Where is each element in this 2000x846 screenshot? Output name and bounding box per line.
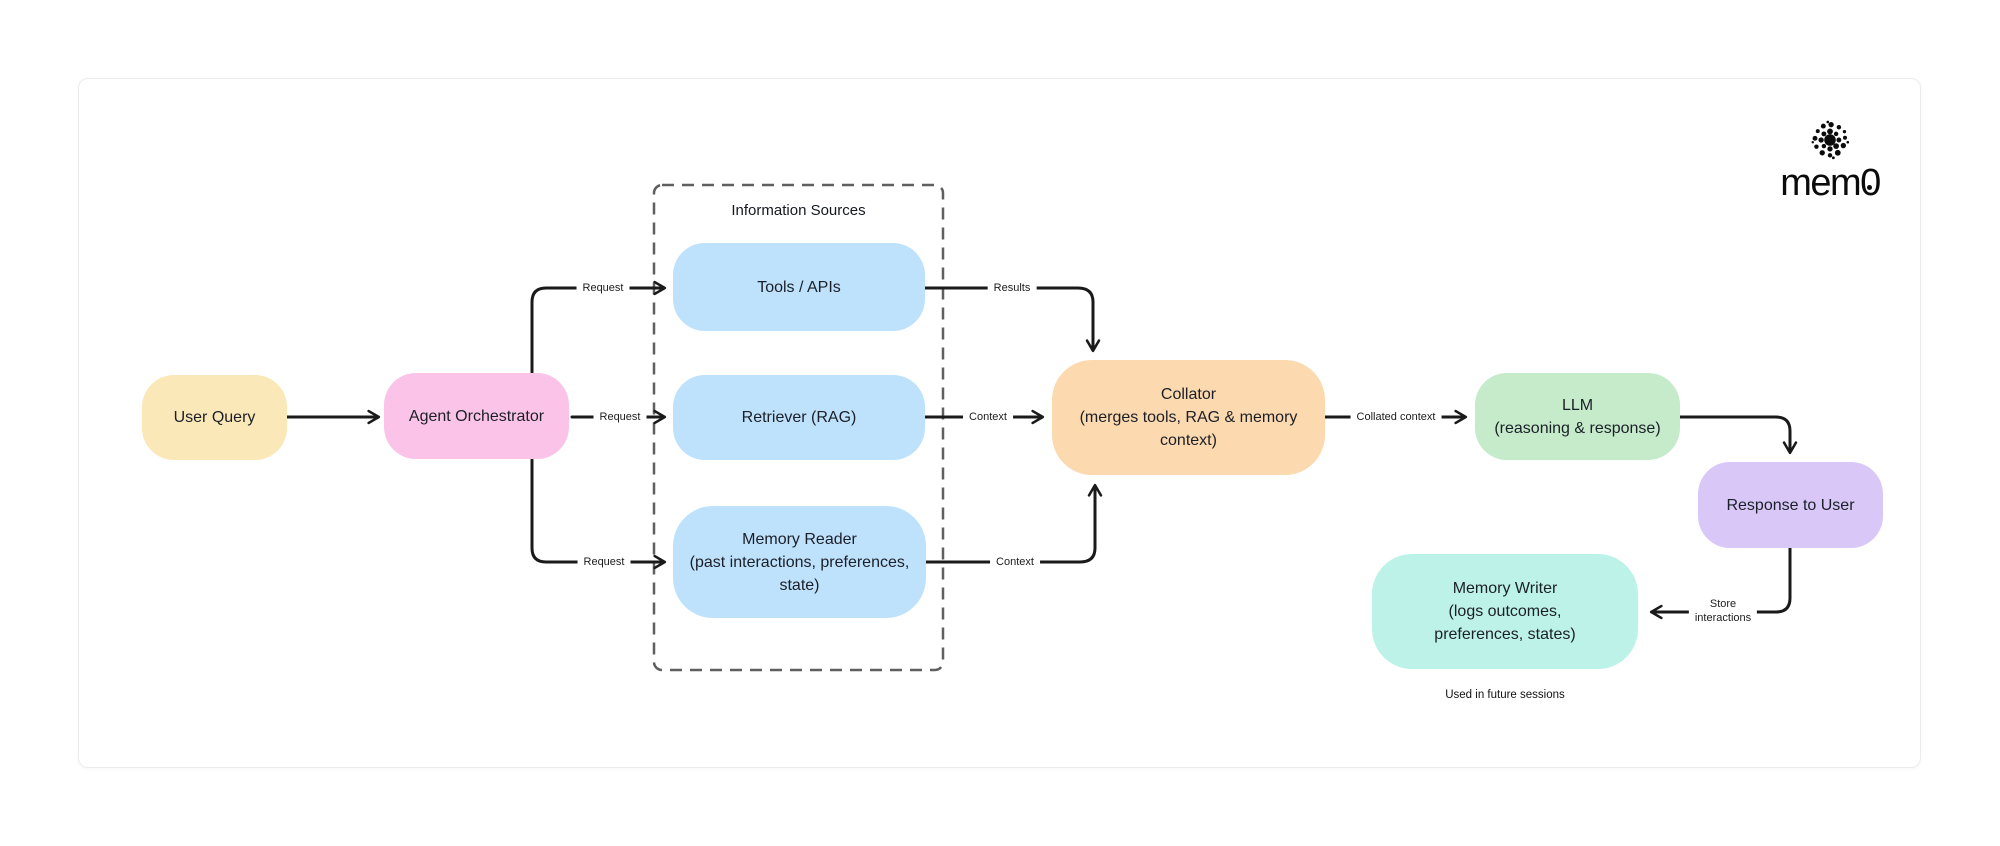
edge-label-store-interactions: Store interactions: [1688, 595, 1758, 627]
edge-label-results: Results: [987, 279, 1037, 297]
node-collator-line1: Collator: [1160, 386, 1217, 403]
mem0-wordmark: mem0: [1780, 162, 1881, 205]
node-memory-reader-line1: Memory Reader: [742, 530, 857, 548]
mem0-dots-icon: [1811, 120, 1850, 160]
node-retriever-label: Retriever (RAG): [741, 409, 857, 426]
node-tools-apis: Tools / APIs: [673, 243, 925, 331]
edge-label-request-bottom: Request: [577, 553, 631, 571]
edge-label-request-mid: Request: [593, 408, 647, 426]
mem0-wordmark-text: mem0: [1780, 162, 1881, 204]
information-sources-title: Information Sources: [731, 202, 866, 219]
node-retriever: Retriever (RAG): [673, 375, 925, 460]
node-memory-reader: Memory Reader (past interactions, prefer…: [673, 506, 926, 618]
edge-label-request-top: Request: [576, 279, 630, 297]
node-memory-reader-line2: (past interactions, preferences,: [689, 553, 910, 571]
node-collator: Collator (merges tools, RAG & memory con…: [1052, 360, 1325, 475]
node-memory-reader-line3: state): [779, 576, 820, 594]
node-memory-writer: Memory Writer (logs outcomes, preference…: [1372, 554, 1638, 669]
node-memory-writer-line3: preferences, states): [1434, 626, 1576, 643]
node-llm: LLM (reasoning & response): [1475, 373, 1680, 460]
node-memory-writer-line2: (logs outcomes,: [1448, 603, 1562, 620]
node-memory-writer-line1: Memory Writer: [1452, 580, 1558, 597]
node-tools-apis-label: Tools / APIs: [757, 278, 841, 296]
node-user-query: User Query: [142, 375, 287, 460]
zero-dot: [1866, 185, 1872, 190]
edge-label-context-memory: Context: [990, 553, 1040, 571]
edge-label-collated-context: Collated context: [1350, 408, 1442, 426]
node-response-to-user: Response to User: [1698, 462, 1883, 548]
edge-label-context-retriever: Context: [963, 408, 1013, 426]
node-llm-line2: (reasoning & response): [1494, 419, 1661, 437]
node-agent-orchestrator-label: Agent Orchestrator: [408, 407, 545, 425]
edge-label-store-line2: interactions: [1694, 612, 1752, 624]
node-collator-line3: context): [1160, 432, 1217, 449]
mem0-logo: mem0: [1770, 120, 1890, 205]
node-response-to-user-label: Response to User: [1726, 496, 1855, 514]
node-agent-orchestrator: Agent Orchestrator: [384, 373, 569, 459]
node-llm-line1: LLM: [1561, 396, 1594, 414]
edge-label-store-line1: Store: [1709, 598, 1737, 610]
node-collator-line2: (merges tools, RAG & memory: [1079, 409, 1298, 426]
future-sessions-note: Used in future sessions: [1445, 689, 1565, 701]
node-user-query-label: User Query: [173, 409, 256, 426]
